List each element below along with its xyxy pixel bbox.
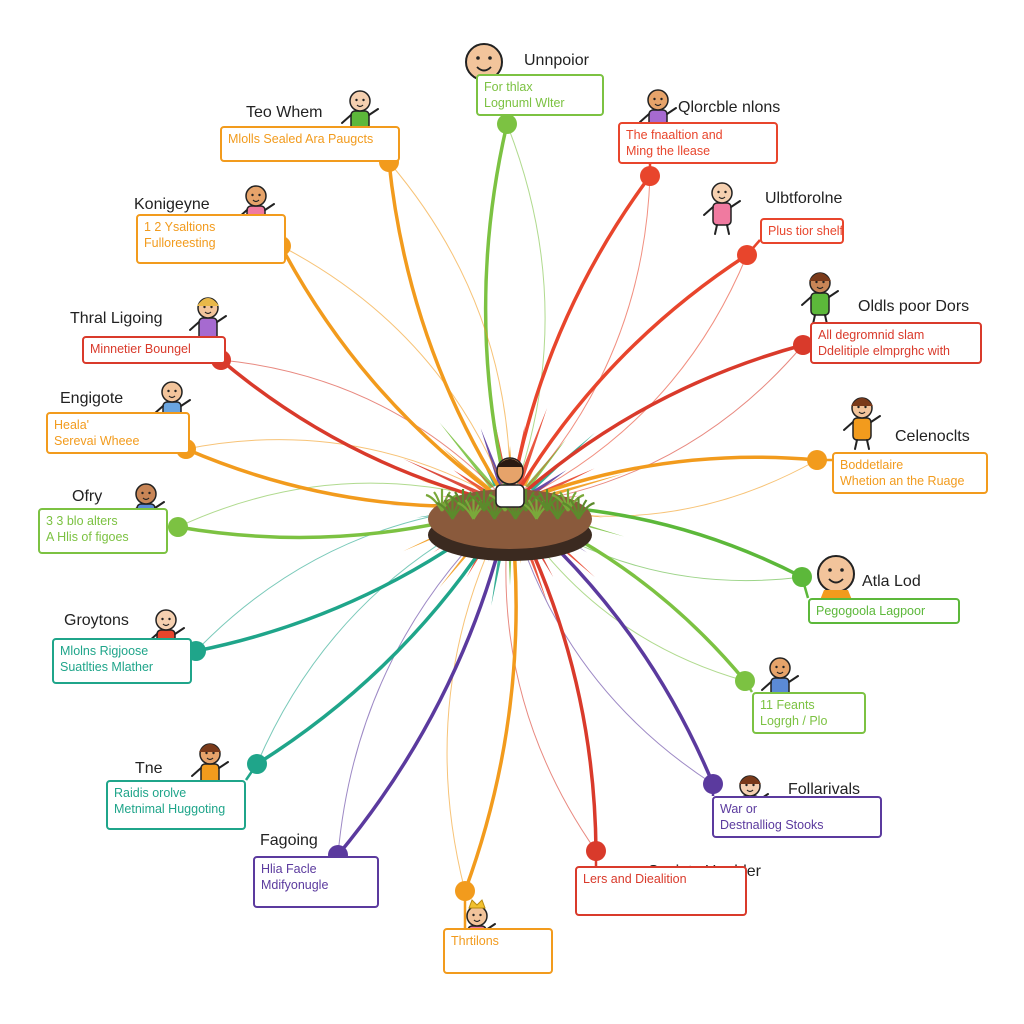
node-text-line: Lers and Diealition [583, 871, 739, 887]
node-text-line: 3 3 blo alters [46, 513, 160, 529]
node-text-line: Suatlties Mlather [60, 659, 184, 675]
node-text-line: Raidis orolve [114, 785, 238, 801]
connector-dot [640, 166, 660, 186]
node-text-line: Fulloreesting [144, 235, 278, 251]
node-title: Atla Lod [862, 573, 921, 591]
node-text-line: Destnalliog Stooks [720, 817, 874, 833]
node-text-line: War or [720, 801, 874, 817]
node-text-line: Serevai Wheee [54, 433, 182, 449]
node-text-line: For thlax [484, 79, 596, 95]
connector-dot [792, 567, 812, 587]
node-title: Qlorcble nlons [678, 99, 780, 117]
node-text-box: Lers and Diealition [575, 866, 747, 916]
node-text-box: Mlolls Sealed Ara Paugcts [220, 126, 400, 162]
node-title: Fagoing [260, 832, 318, 850]
smiling-face-icon [818, 556, 854, 600]
node-text-line: Minnetier Boungel [90, 341, 218, 357]
connector-dot [168, 517, 188, 537]
node-text-line: Metnimal Huggoting [114, 801, 238, 817]
node-title: Engigote [60, 390, 123, 408]
center-hub [426, 458, 595, 561]
node-title: Thral Ligoing [70, 310, 163, 328]
connector-dot [247, 754, 267, 774]
node-title: Unnpoior [524, 52, 589, 70]
node-text-box: Heala'Serevai Wheee [46, 412, 190, 454]
node-text-line: 11 Feants [760, 697, 858, 713]
node-text-box: Minnetier Boungel [82, 336, 226, 364]
connector-curve [510, 255, 747, 505]
connector-dot [703, 774, 723, 794]
node-text-line: Mdifyonugle [261, 877, 371, 893]
child-jumping-icon [704, 183, 740, 234]
connector-dot [497, 114, 517, 134]
node-text-line: Logrgh / Plo [760, 713, 858, 729]
node-text-line: 1 2 Ysaltions [144, 219, 278, 235]
node-title: Ulbtforolne [765, 190, 842, 208]
node-title: Konigeyne [134, 196, 210, 214]
node-text-line: The fnaaltion and [626, 127, 770, 143]
node-title: Ofry [72, 488, 102, 506]
connector-curve [486, 124, 510, 505]
connector-thin-curve [507, 124, 545, 505]
node-text-line: A Hlis of figoes [46, 529, 160, 545]
node-text-line: Plus tior shelf [768, 223, 836, 239]
connector-dot [735, 671, 755, 691]
node-title: Groytons [64, 612, 129, 630]
node-title: Celenoclts [895, 428, 970, 446]
node-text-line: Mlolls Sealed Ara Paugcts [228, 131, 392, 147]
node-text-line: Lognuml Wlter [484, 95, 596, 111]
node-title: Tne [135, 760, 163, 778]
node-text-line: Mlolns Rigjoose [60, 643, 184, 659]
node-text-box: Pegogoola Lagpoor [808, 598, 960, 624]
node-text-box: Plus tior shelf [760, 218, 844, 244]
node-text-line: Boddetlaire [840, 457, 980, 473]
node-text-line: Pegogoola Lagpoor [816, 603, 952, 619]
node-text-box: 1 2 YsaltionsFulloreesting [136, 214, 286, 264]
node-title: Oldls poor Dors [858, 298, 969, 316]
connector-dot [737, 245, 757, 265]
node-text-line: Ddelitiple elmprghc with [818, 343, 974, 359]
node-title: Teo Whem [246, 104, 322, 122]
connector-dot [455, 881, 475, 901]
node-text-line: Ming the llease [626, 143, 770, 159]
dancing-girl-icon [844, 398, 880, 449]
node-text-line: Thrtilons [451, 933, 545, 949]
node-text-line: Heala' [54, 417, 182, 433]
node-text-line: Hlia Facle [261, 861, 371, 877]
node-text-box: Thrtilons [443, 928, 553, 974]
connector-thin-curve [447, 505, 510, 891]
connector-dot [807, 450, 827, 470]
girl-in-dress-icon [802, 273, 838, 324]
connector-thin-curve [510, 255, 747, 505]
connector-dot [586, 841, 606, 861]
node-text-line: All degromnid slam [818, 327, 974, 343]
node-text-line: Whetion an the Ruage [840, 473, 980, 489]
